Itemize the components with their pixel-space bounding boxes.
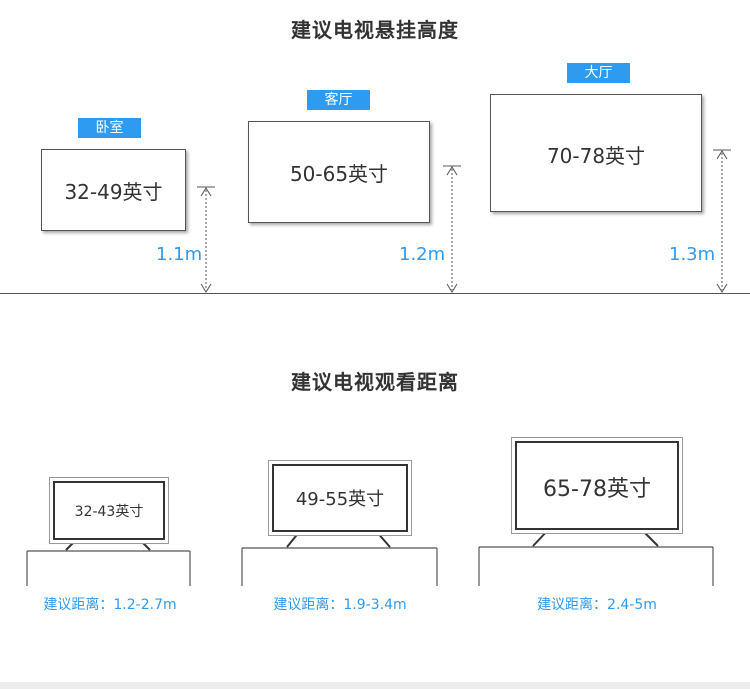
tv-size-label: 65-78英寸: [543, 477, 651, 502]
frame-hall: 70-78英寸: [490, 94, 702, 212]
tv-size-label: 32-43英寸: [74, 503, 144, 520]
tv-stands: [26, 527, 714, 586]
tv-large: 65-78英寸: [515, 441, 679, 530]
frame-size-label: 50-65英寸: [289, 161, 389, 186]
distance-label-large: 建议距离：2.4-5m: [537, 597, 657, 613]
distance-label-small: 建议距离：1.2-2.7m: [43, 597, 177, 613]
tv-size-label: 49-55英寸: [295, 489, 385, 510]
tv-medium: 49-55英寸: [272, 464, 408, 532]
hang-title: 建议电视悬挂高度: [291, 18, 459, 42]
room-tag-bedroom: 卧室: [78, 118, 141, 138]
height-label-hall: 1.3m: [669, 244, 716, 265]
room-tag-hall: 大厅: [567, 63, 630, 83]
distance-label-medium: 建议距离：1.9-3.4m: [273, 597, 407, 613]
view-title: 建议电视观看距离: [291, 370, 459, 394]
height-label-living: 1.2m: [399, 244, 446, 265]
footer-bar: [0, 682, 750, 689]
frame-size-label: 32-49英寸: [64, 179, 163, 204]
floor-line: [0, 293, 750, 294]
height-arrows: [197, 149, 731, 293]
frame-living: 50-65英寸: [248, 121, 430, 223]
room-tag-living: 客厅: [307, 90, 370, 110]
tv-small: 32-43英寸: [53, 481, 165, 540]
frame-bedroom: 32-49英寸: [41, 149, 186, 231]
frame-size-label: 70-78英寸: [546, 144, 646, 168]
height-label-bedroom: 1.1m: [156, 244, 203, 265]
